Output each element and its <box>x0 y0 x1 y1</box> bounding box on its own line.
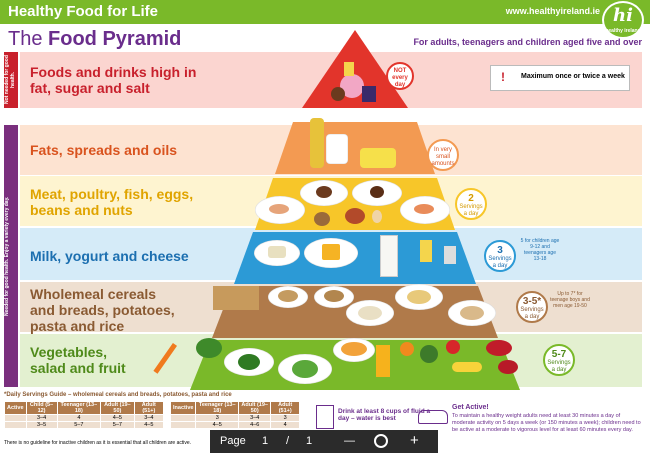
servings-footnote: There is no guideline for inactive child… <box>4 440 192 446</box>
shelf-meat-label: Meat, poultry, fish, eggs,beans and nuts <box>30 186 194 218</box>
plate-cereal-1 <box>268 286 308 308</box>
page-total: 1 <box>306 435 313 447</box>
apple <box>446 340 460 354</box>
active-servings-table: Active Child (5–12)Teenager (13–18)Adult… <box>4 401 165 429</box>
yogurt-1 <box>420 240 432 262</box>
get-active-title: Get Active! <box>452 404 489 411</box>
banner-title: Healthy Food for Life <box>8 3 158 20</box>
warning-box: ! Maximum once or twice a week <box>490 65 630 91</box>
kiwi <box>420 345 438 363</box>
plate-veg-mix <box>333 338 375 362</box>
banana <box>452 362 482 372</box>
milk-note: 5 for children age 9-12 and teenagers ag… <box>520 238 560 262</box>
strawberries <box>486 340 512 356</box>
page-label: Page <box>220 435 246 447</box>
glass-of-milk <box>380 235 398 277</box>
cereals-note: Up to 7* for teenage boys and men age 19… <box>550 291 590 309</box>
page-title: The Food Pyramid <box>8 28 182 50</box>
plate-rice <box>346 300 394 326</box>
top-banner: Healthy Food for Life www.healthyireland… <box>0 0 650 24</box>
fluid-text: Drink at least 8 cups of fluid a day – w… <box>338 408 431 422</box>
shelf-milk-label: Milk, yogurt and cheese <box>30 248 189 264</box>
beans <box>345 208 365 224</box>
egg <box>372 210 382 223</box>
zoom-out-button[interactable]: — <box>344 435 355 447</box>
plate-pasta <box>395 284 443 310</box>
page-number-input[interactable]: 1 <box>262 435 269 447</box>
not-every-day-badge: NOT every day <box>386 62 414 90</box>
zoom-icon[interactable] <box>374 434 388 448</box>
warning-text: Maximum once or twice a week <box>521 73 625 80</box>
plate-fish <box>255 196 305 224</box>
zoom-in-button[interactable]: + <box>410 432 419 449</box>
raspberries <box>498 360 518 374</box>
oil-bottle <box>310 118 324 168</box>
mayo-jar <box>326 134 348 164</box>
banner-url[interactable]: www.healthyireland.ie <box>505 6 600 16</box>
shoe-icon <box>418 410 448 424</box>
orange <box>400 342 414 356</box>
audience-note: For adults, teenagers and children aged … <box>413 37 642 47</box>
not-needed-sidebar: Not needed for good health. <box>4 52 18 108</box>
broccoli <box>196 338 222 358</box>
page-separator: / <box>286 435 290 447</box>
inactive-servings-table: Inactive Teenager (13–18)Adult (19–50)Ad… <box>169 401 300 429</box>
plate-potatoes <box>448 300 496 326</box>
cereals-badge: 3-5*Servings a day <box>516 291 548 323</box>
get-active-text: To maintain a healthy weight adults need… <box>452 413 641 433</box>
nuts <box>314 212 330 226</box>
plate-chicken <box>300 180 348 206</box>
plate-salad <box>278 354 332 384</box>
pyramid-top-triangle <box>302 30 408 108</box>
plate-cheese-1 <box>254 240 300 266</box>
servings-guide-title: *Daily Servings Guide – wholemeal cereal… <box>4 392 232 398</box>
fats-badge: In very small amounts <box>427 139 459 171</box>
plate-cheese-2 <box>304 238 358 268</box>
plate-beef <box>352 180 402 206</box>
pdf-toolbar: Page 1 / 1 — + <box>210 430 438 453</box>
cup-icon <box>316 405 334 429</box>
juice-glass <box>376 345 390 377</box>
bread-slices <box>213 286 259 310</box>
yogurt-2 <box>444 246 456 264</box>
shelf-fats-label: Fats, spreads and oils <box>30 142 178 158</box>
warning-icon: ! <box>501 70 505 84</box>
plate-cereal-2 <box>314 286 354 308</box>
shelf-veg-label: Vegetables,salad and fruit <box>30 344 126 376</box>
plate-greens <box>224 348 274 376</box>
plate-salmon <box>400 196 450 224</box>
spread-tub <box>360 148 396 168</box>
needed-sidebar: Needed for good health. Enjoy a variety … <box>4 125 18 387</box>
